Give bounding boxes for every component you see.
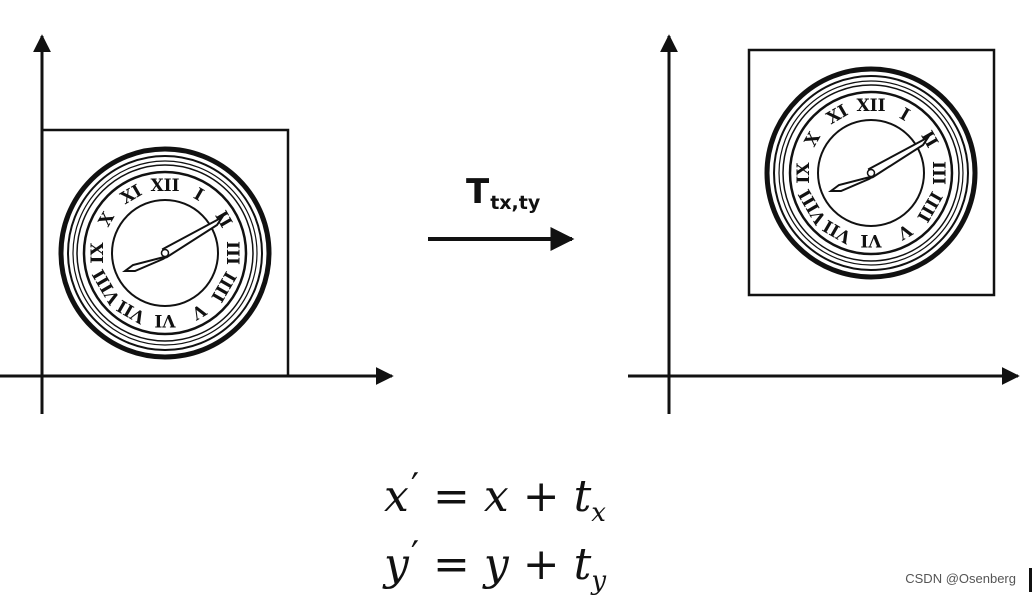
- clock-outer-rim: [58, 146, 272, 360]
- transform-symbol: T: [466, 172, 490, 212]
- eq1-lhs: x: [384, 471, 409, 522]
- clock-numeral: VI: [860, 230, 882, 250]
- clock-rim-ring: [778, 80, 964, 266]
- eq2-prime: ′: [410, 535, 420, 576]
- clock-numeral: XII: [856, 96, 885, 116]
- clock-numeral: IX: [88, 242, 108, 264]
- eq1-rhs-var: x: [483, 471, 509, 522]
- clock-numeral: IIII: [206, 268, 239, 306]
- eq1-equals: =: [433, 471, 470, 522]
- clock-numeral: IX: [794, 162, 814, 184]
- transform-subscript: tx,ty: [490, 192, 541, 214]
- clock-numeral: X: [801, 128, 825, 150]
- clock-numeral: V: [187, 299, 210, 324]
- eq2-equals: =: [433, 539, 470, 590]
- transform-label: Ttx,ty: [466, 172, 540, 214]
- eq2-t: t: [573, 539, 592, 590]
- clock-hour-hand: [122, 255, 169, 272]
- clock-rim-ring: [67, 155, 263, 351]
- clock-inner-ring: [111, 199, 219, 307]
- clock-numeral: IIII: [912, 188, 945, 226]
- clock-rim-ring: [76, 164, 254, 342]
- right-frame: [747, 48, 996, 297]
- left-frame: [40, 128, 290, 378]
- clock-center-pin: [160, 248, 170, 258]
- corner-mark: [1029, 568, 1032, 592]
- clock-inner-ring: [817, 119, 925, 227]
- right-axes: [628, 34, 1020, 414]
- clock-center-pin: [866, 168, 876, 178]
- clock-numeral: III: [928, 161, 948, 185]
- clock-rim-ring: [773, 75, 969, 271]
- clock-rim-ring: [72, 160, 258, 346]
- eq1-prime: ′: [410, 467, 420, 508]
- eq2-plus: +: [522, 539, 560, 590]
- eq2-lhs: y: [384, 539, 409, 590]
- watermark: CSDN @Osenberg: [905, 571, 1016, 586]
- clock-hour-hand: [828, 175, 875, 192]
- clock-numeral: I: [896, 104, 913, 125]
- clock-dial-ring: [82, 170, 248, 336]
- clock-rim-ring: [782, 84, 960, 262]
- left-axes: [0, 34, 394, 414]
- eq2-sub: y: [591, 566, 607, 596]
- equation-y: y′=y+ty: [384, 535, 607, 596]
- clock-dial-ring: [788, 90, 954, 256]
- clock-outer-rim: [764, 66, 978, 280]
- eq1-t: t: [573, 471, 592, 522]
- clock-numeral: I: [190, 184, 207, 205]
- eq2-rhs-var: y: [483, 539, 509, 590]
- eq1-plus: +: [522, 471, 560, 522]
- clock-numeral: X: [95, 208, 119, 230]
- clock-numeral: V: [893, 219, 916, 244]
- clock-numeral: XII: [150, 176, 179, 196]
- clock-numeral: VI: [154, 310, 176, 330]
- equation-x: x′=x+tx: [384, 467, 606, 528]
- clock-numeral: III: [222, 241, 242, 265]
- eq1-sub: x: [591, 498, 606, 528]
